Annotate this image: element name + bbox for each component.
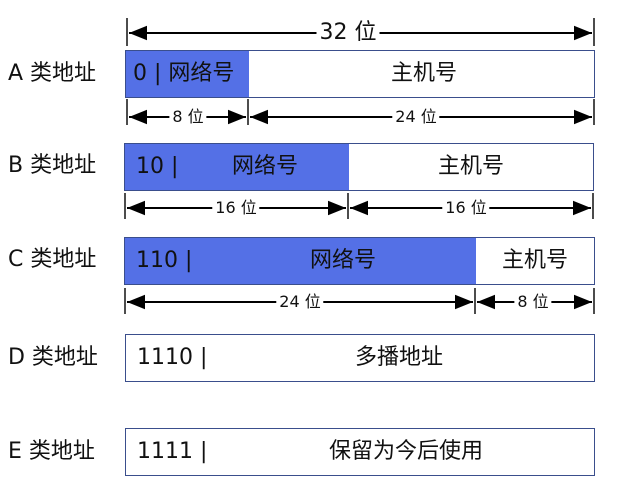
class-c-prefix: 110 |: [136, 248, 193, 273]
class-c-net-bits: 24 位: [276, 293, 324, 311]
class-c-host: 主机号: [501, 248, 569, 273]
class-d-body: 多播地址: [354, 345, 444, 370]
class-e-body: 保留为今后使用: [328, 439, 484, 464]
class-b-network-field: [125, 144, 349, 190]
class-d-prefix: 1110 |: [137, 345, 208, 370]
class-e-prefix: 1111 |: [137, 439, 208, 464]
class-a-box: 0 | 网络号 主机号: [125, 50, 595, 98]
class-a-prefix: 0 | 网络号: [133, 61, 235, 86]
class-d-label: D 类地址: [8, 345, 98, 370]
class-c-network: 网络号: [309, 248, 377, 273]
class-b-box: 10 | 网络号 主机号: [124, 143, 594, 191]
class-a-host: 主机号: [390, 61, 458, 86]
class-d-box: 1110 | 多播地址: [125, 334, 595, 382]
class-a-label: A 类地址: [8, 61, 97, 86]
total-width-label: 32 位: [316, 21, 380, 45]
class-c-network-field: [125, 238, 476, 284]
class-c-host-bits: 8 位: [514, 293, 552, 311]
class-b-label: B 类地址: [8, 153, 97, 178]
class-c-box: 110 | 网络号 主机号: [124, 237, 595, 285]
class-b-net-bits: 16 位: [212, 199, 260, 217]
class-e-label: E 类地址: [8, 439, 95, 464]
class-a-network-field: [126, 51, 249, 97]
class-a-host-bits: 24 位: [392, 108, 440, 126]
class-b-network: 网络号: [231, 154, 299, 179]
class-e-box: 1111 | 保留为今后使用: [125, 428, 595, 476]
class-b-host: 主机号: [437, 154, 505, 179]
class-a-net-bits: 8 位: [169, 108, 207, 126]
class-c-label: C 类地址: [8, 247, 97, 272]
class-b-prefix: 10 |: [136, 154, 179, 179]
class-b-host-bits: 16 位: [442, 199, 490, 217]
